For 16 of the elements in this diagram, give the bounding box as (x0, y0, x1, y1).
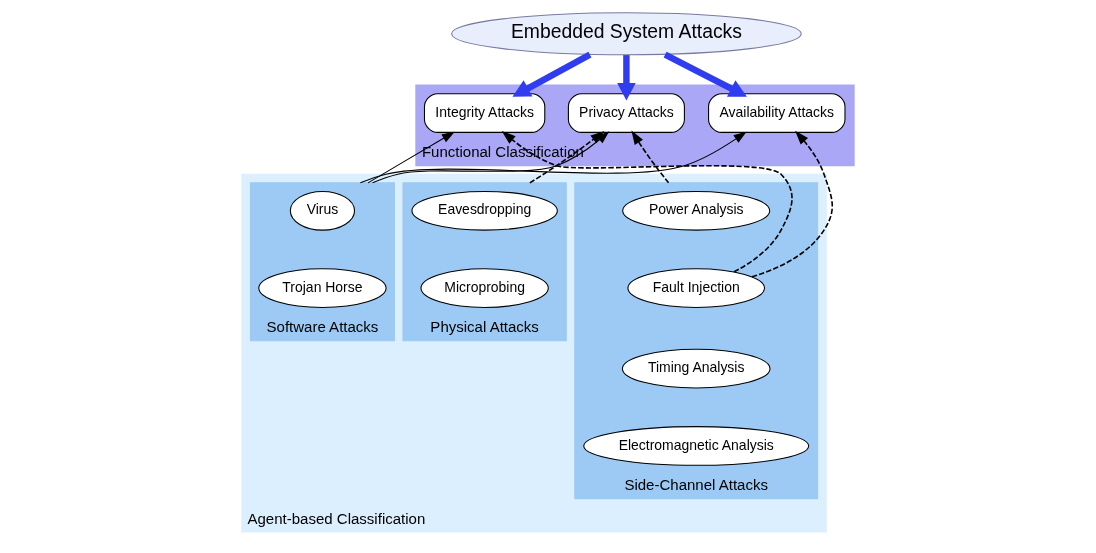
node-ellipse: Virus (289, 190, 356, 231)
node-ellipse: Fault Injection (627, 268, 766, 308)
node-ellipse: Electromagnetic Analysis (583, 426, 810, 466)
arrow (617, 55, 636, 101)
arrow (751, 130, 834, 278)
node-ellipse: Timing Analysis (621, 348, 771, 389)
arrow (367, 131, 455, 184)
arrow (631, 130, 670, 184)
node-box: Availability Attacks (708, 93, 846, 133)
node-ellipse: Embedded System Attacks (451, 12, 802, 56)
node-ellipse: Eavesdropping (411, 190, 558, 231)
node-box: Integrity Attacks (423, 93, 546, 133)
node-ellipse: Microprobing (420, 268, 549, 308)
node-ellipse: Trojan Horse (258, 268, 387, 308)
node-box: Privacy Attacks (567, 93, 685, 133)
node-ellipse: Power Analysis (622, 190, 771, 231)
